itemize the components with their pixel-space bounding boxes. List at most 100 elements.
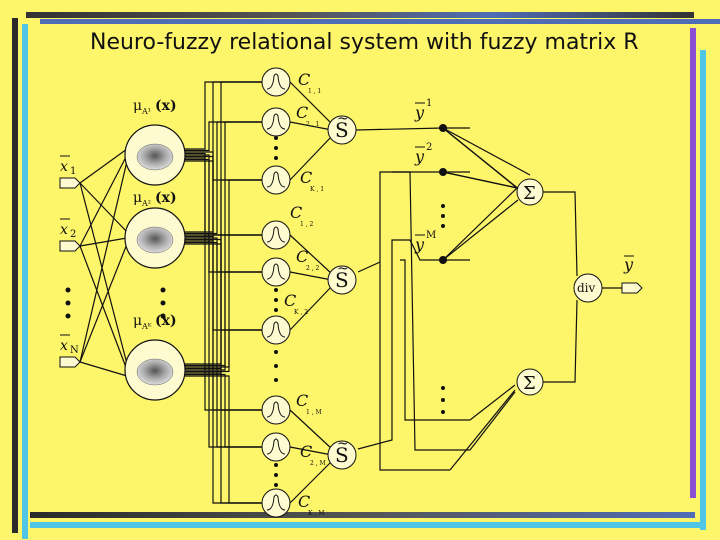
- bell-curve-icon: [266, 321, 286, 338]
- c-node: [261, 107, 291, 137]
- y-sum-link: [442, 171, 519, 189]
- ellipsis-dot: [274, 156, 278, 160]
- matrix-link: [379, 262, 450, 471]
- c-s-link: [289, 271, 333, 281]
- input-connector: [59, 177, 81, 189]
- c-node: [261, 220, 291, 250]
- y-bullet: [439, 168, 447, 176]
- y-label: y: [414, 147, 425, 166]
- sum-node: [516, 178, 544, 206]
- input-subscript: N: [70, 345, 79, 356]
- c-label: C: [298, 70, 310, 89]
- input-mf-link: [79, 245, 128, 371]
- input-mf-link: [79, 148, 128, 184]
- y-label: y: [414, 103, 425, 122]
- connections: [79, 81, 622, 504]
- mf-c-link: [183, 372, 262, 411]
- c-subscript: 2 , 1: [306, 121, 319, 128]
- output-label: y: [623, 255, 634, 274]
- input-connector: [59, 240, 81, 252]
- ellipsis-dot: [65, 300, 71, 306]
- ellipsis-dot: [441, 214, 445, 218]
- mf-c-link: [183, 373, 262, 448]
- c-node: [261, 395, 291, 425]
- mf-c-link: [183, 234, 262, 370]
- mf-c-link: [183, 179, 262, 368]
- s-node: [327, 115, 357, 145]
- s-y-link: [355, 127, 444, 131]
- c-subscript: K , M: [308, 510, 324, 517]
- s-label: S: [335, 268, 349, 292]
- input-label: x: [60, 222, 68, 238]
- mu-label: μ: [133, 98, 142, 114]
- mf-c-link: [183, 155, 262, 331]
- ellipsis-dot: [160, 313, 166, 319]
- c-label: C: [298, 492, 310, 511]
- mf-c-link: [183, 81, 262, 365]
- mu-label: μ: [133, 190, 142, 206]
- gaussian-surface: [136, 143, 174, 171]
- mf-c-link: [183, 81, 262, 150]
- ellipsis-dot: [274, 483, 278, 487]
- mf-c-link: [183, 152, 262, 236]
- mf-c-link: [183, 160, 262, 504]
- c-s-link: [289, 446, 333, 456]
- slide-title: Neuro-fuzzy relational system with fuzzy…: [90, 30, 639, 55]
- ellipsis-dot: [160, 287, 166, 293]
- frame-left-cyan: [22, 24, 28, 539]
- mf-c-link: [183, 329, 262, 373]
- frame-right-cyan: [700, 50, 706, 530]
- gaussian-surface: [136, 358, 174, 386]
- y-sum-link: [442, 127, 531, 176]
- input-mf-link: [79, 160, 128, 363]
- ellipsis-dot: [274, 350, 278, 354]
- mf-c-link: [183, 179, 262, 236]
- ellipsis-dot: [65, 287, 71, 293]
- y-sum-link: [442, 199, 519, 261]
- div-label: div: [577, 281, 596, 295]
- div-node: [573, 273, 603, 303]
- ellipsis-dot: [274, 298, 278, 302]
- mf-c-link: [183, 271, 262, 371]
- ellipsis-dot: [65, 313, 71, 319]
- mf-c-link: [183, 238, 262, 331]
- sum-div-link: [543, 191, 578, 277]
- y-bullet: [439, 256, 447, 264]
- y-superscript: 2: [426, 142, 432, 153]
- c-s-link: [289, 234, 333, 275]
- s-label: S: [335, 118, 349, 142]
- output-connector: [621, 282, 643, 294]
- input-mf-link: [79, 182, 128, 233]
- s-label: S: [335, 443, 349, 467]
- ellipsis-dot: [441, 398, 445, 402]
- s-tilde: ~: [337, 261, 349, 277]
- input-label: x: [60, 338, 68, 354]
- c-subscript: K , 2: [294, 309, 308, 316]
- ellipsis-dot: [274, 308, 278, 312]
- mf-c-link: [183, 375, 262, 504]
- c-s-link: [289, 460, 333, 504]
- frame-right-purple: [690, 28, 696, 498]
- y-superscript: 1: [426, 98, 432, 109]
- ellipsis-dot: [441, 224, 445, 228]
- c-subscript: 1 , M: [306, 409, 322, 416]
- input-subscript: 2: [70, 229, 76, 240]
- c-label: C: [296, 247, 308, 266]
- c-s-link: [289, 409, 333, 450]
- ellipsis-dot: [274, 463, 278, 467]
- frame-left-dark: [12, 18, 18, 533]
- mu-subscript: Aᴷ: [141, 322, 152, 331]
- s-node: [327, 440, 357, 470]
- input-mf-link: [79, 237, 128, 247]
- ellipsis-dot: [274, 378, 278, 382]
- y-superscript: M: [426, 230, 436, 241]
- y-sum-link: [442, 187, 518, 261]
- mf-c-link: [183, 154, 262, 273]
- c-subscript: 2 , 2: [306, 265, 320, 272]
- sum-symbol: Σ: [523, 373, 536, 394]
- s-y-link: [357, 171, 443, 273]
- ellipsis-dot: [274, 473, 278, 477]
